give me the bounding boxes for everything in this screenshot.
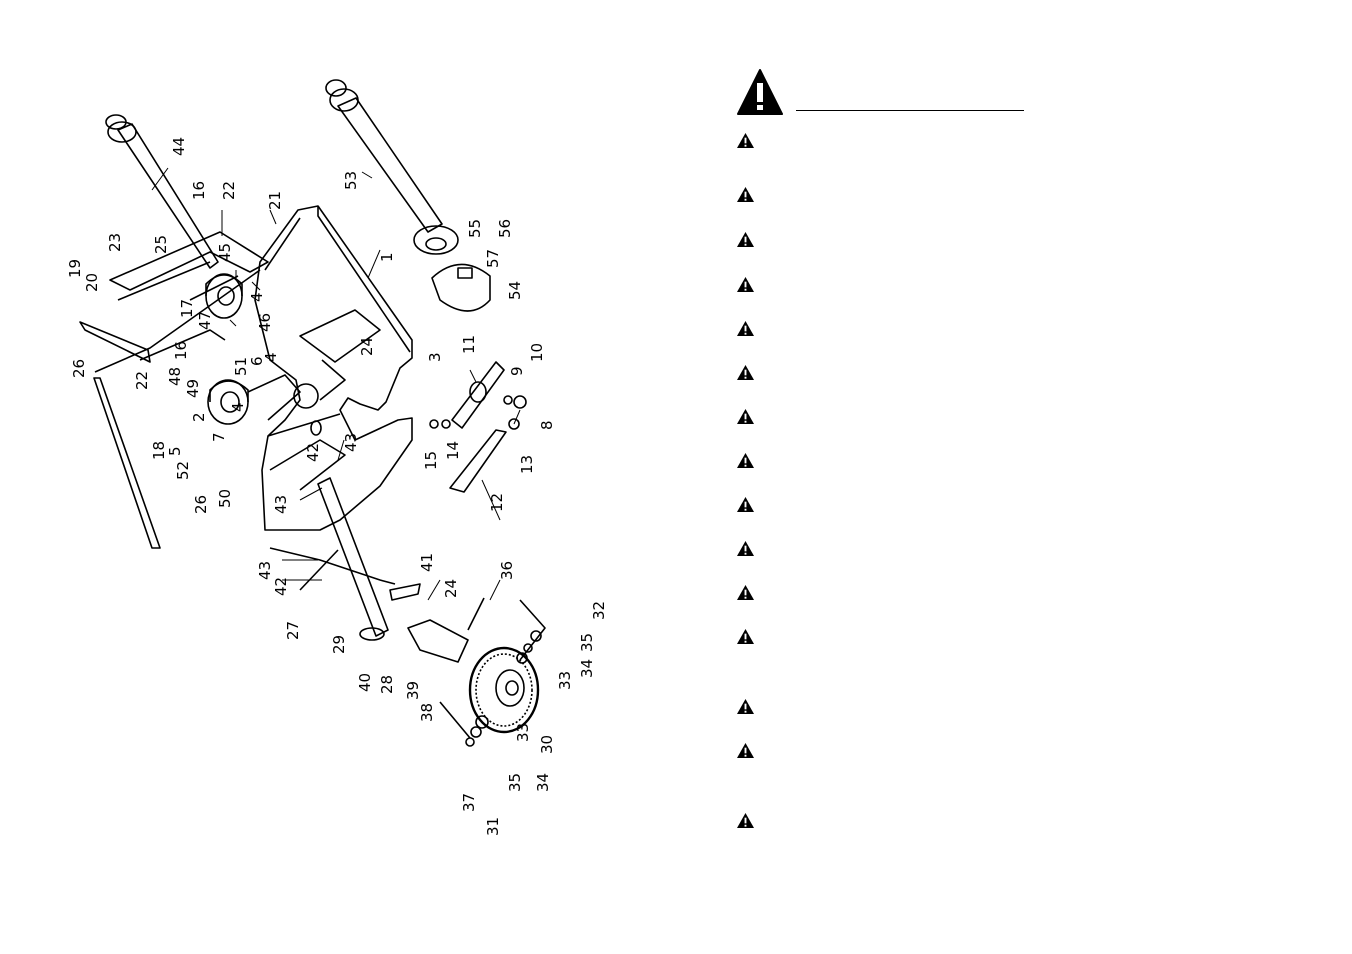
part-label: 35 [506, 773, 524, 792]
warning-triangle-icon [737, 452, 754, 469]
part-label: 17 [178, 299, 196, 318]
part-label: 6 [248, 356, 266, 366]
part-label: 7 [210, 432, 228, 442]
part-label: 47 [196, 311, 214, 330]
gearbox-upper [205, 273, 243, 319]
part-label: 27 [284, 621, 302, 640]
part-label: 31 [484, 817, 502, 836]
part-label: 40 [356, 673, 374, 692]
part-label: 52 [174, 461, 192, 480]
part-label: 53 [342, 171, 360, 190]
warning-triangle-icon [737, 584, 754, 601]
part-label: 41 [418, 553, 436, 572]
part-label: 56 [496, 219, 514, 238]
part-label: 25 [152, 235, 170, 254]
part-label: 49 [184, 379, 202, 398]
part-label: 16 [172, 341, 190, 360]
part-label: 24 [442, 579, 460, 598]
part-label: 43 [342, 433, 360, 452]
warning-triangle-icon [737, 496, 754, 513]
part-label: 55 [466, 219, 484, 238]
part-label: 24 [358, 337, 376, 356]
driveline-right [325, 79, 491, 312]
warning-triangle-icon [737, 698, 754, 715]
part-label: 10 [528, 343, 546, 362]
warning-triangle-icon [737, 540, 754, 557]
part-label: 30 [538, 735, 556, 754]
part-label: 37 [460, 793, 478, 812]
part-label: 11 [460, 335, 478, 354]
warning-triangle-icon [737, 276, 754, 293]
leader-lines [151, 167, 521, 601]
wheel-arm [269, 477, 485, 663]
warning-triangle-icon [737, 628, 754, 645]
part-label: 21 [266, 191, 284, 210]
part-label: 33 [556, 671, 574, 690]
part-label: 13 [518, 455, 536, 474]
part-label: 42 [304, 443, 322, 462]
part-label: 44 [170, 137, 188, 156]
part-label: 36 [498, 561, 516, 580]
part-label: 22 [133, 371, 151, 390]
part-label: 1 [378, 252, 396, 262]
part-label: 5 [166, 446, 184, 456]
part-label: 39 [404, 681, 422, 700]
part-label: 48 [166, 367, 184, 386]
part-label: 34 [578, 659, 596, 678]
part-label: 19 [66, 259, 84, 278]
part-label: 20 [83, 273, 101, 292]
part-label: 4 [262, 352, 280, 362]
part-label: 14 [444, 441, 462, 460]
part-label: 22 [220, 181, 238, 200]
part-label: 29 [330, 635, 348, 654]
part-label: 9 [508, 366, 526, 376]
part-label: 28 [378, 675, 396, 694]
part-label: 26 [192, 495, 210, 514]
part-label: 2 [190, 412, 208, 422]
part-label: 16 [190, 181, 208, 200]
part-label: 3 [426, 352, 444, 362]
warning-triangle-icon [737, 364, 754, 381]
part-label: 46 [256, 313, 274, 332]
part-label: 43 [272, 495, 290, 514]
part-label: 50 [216, 489, 234, 508]
part-label: 51 [232, 357, 250, 376]
warning-triangle-icon [737, 408, 754, 425]
part-label: 34 [534, 773, 552, 792]
warning-heading-rule [796, 110, 1024, 111]
blade-assembly [429, 361, 527, 493]
warning-triangle-icon [737, 132, 754, 149]
part-label: 4 [229, 402, 247, 412]
warning-triangle-icon [737, 812, 754, 829]
part-label: 33 [514, 723, 532, 742]
tail-wheel [439, 599, 546, 747]
part-label: 23 [106, 233, 124, 252]
mower-deck [254, 205, 413, 531]
part-label: 43 [256, 561, 274, 580]
part-label: 38 [418, 703, 436, 722]
part-labels: 1 2 3 4 4 4 5 6 7 8 9 10 11 12 13 14 15 … [66, 137, 608, 836]
warning-triangle-icon [737, 320, 754, 337]
gearbox-lower [207, 374, 301, 425]
part-label: 4 [248, 292, 266, 302]
part-label: 18 [150, 441, 168, 460]
driveline-left [105, 114, 219, 269]
warning-triangle-icon [737, 742, 754, 759]
part-label: 8 [538, 420, 556, 430]
warning-triangle-icon [737, 186, 754, 203]
part-label: 12 [488, 493, 506, 512]
hitch-frame [79, 231, 269, 549]
part-label: 35 [578, 633, 596, 652]
part-label: 32 [590, 601, 608, 620]
part-label: 45 [216, 243, 234, 262]
part-label: 26 [70, 359, 88, 378]
part-label: 42 [272, 577, 290, 596]
part-label: 54 [506, 281, 524, 300]
warning-triangle-icon [737, 231, 754, 248]
part-label: 15 [422, 451, 440, 470]
part-label: 57 [484, 249, 502, 268]
warning-triangle-icon [737, 69, 783, 115]
